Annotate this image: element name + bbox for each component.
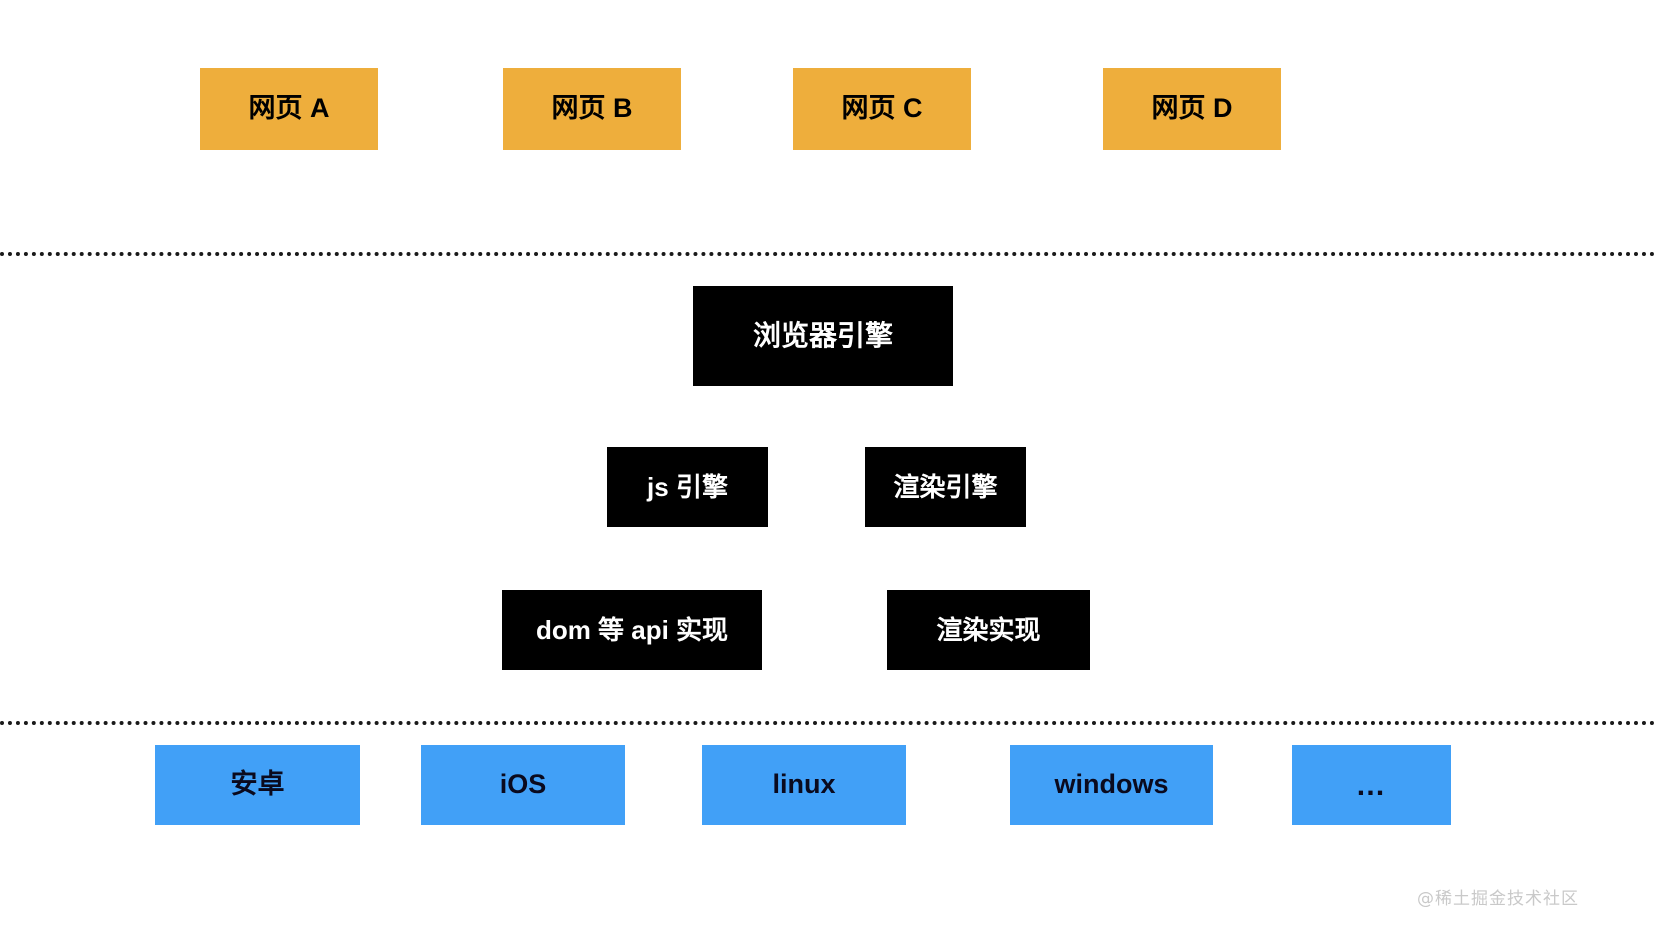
js-engine-box[interactable]: js 引擎 [607,447,768,527]
web-page-box-b[interactable]: 网页 B [503,68,681,150]
os-box-ios-label: iOS [499,769,547,800]
render-impl-box[interactable]: 渲染实现 [887,590,1090,670]
watermark: @稀土掘金技术社区 [1417,889,1579,909]
dom-api-impl-box-label: dom 等 api 实现 [535,614,729,645]
web-page-box-d-label: 网页 D [1151,93,1233,124]
os-box-linux[interactable]: linux [702,745,906,825]
js-engine-box-label: js 引擎 [647,471,728,502]
os-box-more[interactable]: … [1292,745,1451,825]
os-box-more-label: … [1355,768,1388,802]
web-page-box-c[interactable]: 网页 C [793,68,971,150]
os-box-windows-label: windows [1054,769,1169,800]
os-box-ios[interactable]: iOS [421,745,625,825]
web-page-box-a-label: 网页 A [248,93,330,124]
web-page-box-d[interactable]: 网页 D [1103,68,1281,150]
os-box-windows[interactable]: windows [1010,745,1213,825]
browser-engine-box-label: 浏览器引擎 [752,319,893,351]
render-impl-box-label: 渲染实现 [936,614,1041,645]
divider-engine-os [0,721,1656,725]
browser-engine-box[interactable]: 浏览器引擎 [693,286,953,386]
divider-web-engine [0,252,1656,256]
render-engine-box[interactable]: 渲染引擎 [865,447,1026,527]
web-page-box-b-label: 网页 B [551,93,633,124]
os-box-linux-label: linux [772,769,836,800]
render-engine-box-label: 渲染引擎 [893,471,998,502]
os-box-android-label: 安卓 [230,769,285,800]
dom-api-impl-box[interactable]: dom 等 api 实现 [502,590,762,670]
web-page-box-a[interactable]: 网页 A [200,68,378,150]
web-page-box-c-label: 网页 C [841,93,923,124]
os-box-android[interactable]: 安卓 [155,745,360,825]
